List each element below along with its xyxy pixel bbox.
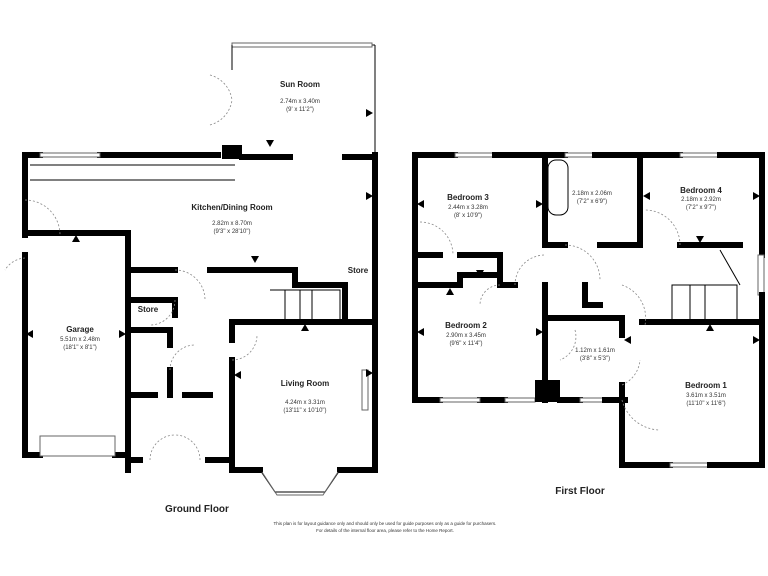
room-name-garage: Garage bbox=[66, 325, 94, 334]
first-floor-labels: Bedroom 3 2.44m x 3.28m (8' x 10'9") 2.1… bbox=[445, 186, 727, 497]
room-dim-m: 4.24m x 3.31m bbox=[285, 400, 325, 406]
room-name-bedroom-4: Bedroom 4 bbox=[680, 186, 722, 195]
room-name-store: Store bbox=[348, 266, 369, 275]
ground-floor-doors bbox=[4, 74, 258, 461]
ground-floor-walls bbox=[22, 42, 378, 496]
room-dim-m: 2.44m x 3.28m bbox=[448, 205, 488, 211]
ground-floor-labels: Sun Room 2.74m x 3.40m (9' x 11'2") Kitc… bbox=[60, 80, 369, 515]
room-dim-ft: (13'11" x 10'10") bbox=[283, 408, 326, 414]
room-name-living-room: Living Room bbox=[281, 379, 329, 388]
room-dim-ft: (18'1" x 8'1") bbox=[63, 345, 97, 351]
bathroom-dim-m: 2.18m x 2.06m bbox=[572, 191, 612, 197]
room-dim-ft: (9'6" x 11'4") bbox=[449, 341, 482, 347]
room-dim-m: 3.61m x 3.51m bbox=[686, 393, 726, 399]
room-dim-ft: (7'2" x 9'7") bbox=[686, 205, 716, 211]
room-dim-m: 2.90m x 3.45m bbox=[446, 333, 486, 339]
first-floor-walls bbox=[412, 152, 765, 468]
ground-floor-arrows bbox=[26, 109, 373, 379]
ensuite-dim-ft: (3'8" x 5'3") bbox=[580, 356, 610, 362]
room-name-sun-room: Sun Room bbox=[280, 80, 320, 89]
bathroom-dim-ft: (7'2" x 6'9") bbox=[577, 199, 607, 205]
room-dim-m: 2.82m x 8.70m bbox=[212, 221, 252, 227]
room-dim-ft: (9' x 11'2") bbox=[286, 107, 314, 113]
room-name-bedroom-3: Bedroom 3 bbox=[447, 193, 489, 202]
disclaimer-line-1: This plan is for layout guidance only an… bbox=[274, 521, 497, 526]
room-name-store: Store bbox=[138, 305, 159, 314]
first-floor-doors bbox=[419, 209, 681, 431]
room-name-bedroom-2: Bedroom 2 bbox=[445, 321, 487, 330]
room-dim-m: 2.74m x 3.40m bbox=[280, 99, 320, 105]
ensuite-dim-m: 1.12m x 1.61m bbox=[575, 348, 615, 354]
room-name-bedroom-1: Bedroom 1 bbox=[685, 381, 727, 390]
room-dim-ft: (11'10" x 11'6") bbox=[686, 401, 725, 407]
room-dim-ft: (8' x 10'9") bbox=[454, 213, 482, 219]
ground-floor-label: Ground Floor bbox=[165, 504, 229, 515]
room-dim-m: 5.51m x 2.48m bbox=[60, 337, 100, 343]
room-dim-m: 2.18m x 2.92m bbox=[681, 197, 721, 203]
room-name-kitchen-dining: Kitchen/Dining Room bbox=[191, 203, 272, 212]
first-floor-label: First Floor bbox=[555, 486, 605, 497]
first-floor-arrows bbox=[417, 192, 760, 344]
room-dim-ft: (9'3" x 28'10") bbox=[214, 229, 251, 235]
disclaimer-line-2: For details of the internal floor area, … bbox=[316, 528, 454, 533]
